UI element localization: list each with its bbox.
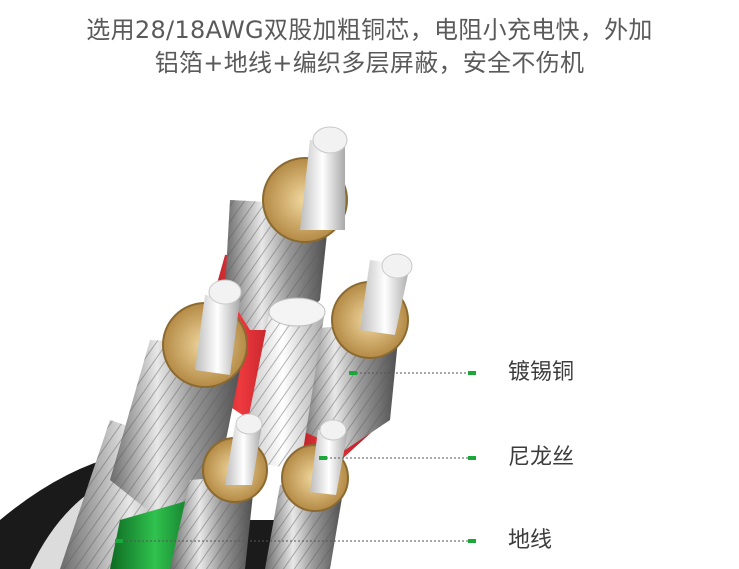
leader-line-nylon-yarn — [319, 456, 476, 460]
headline-line-1: 选用28/18AWG双股加粗铜芯，电阻小充电快，外加 — [86, 16, 653, 44]
copper-conductor-right — [300, 253, 413, 450]
copper-conductor-front-right — [265, 419, 349, 569]
callout-tinned-copper: 镀锡铜 — [508, 360, 575, 385]
copper-conductor-top — [225, 126, 348, 330]
callout-nylon-yarn: 尼龙丝 — [508, 445, 575, 470]
white-insulated-wire — [240, 297, 326, 470]
headline: 选用28/18AWG双股加粗铜芯，电阻小充电快，外加 铝箔+地线+编织多层屏蔽，… — [0, 14, 739, 80]
headline-line-2: 铝箔+地线+编织多层屏蔽，安全不伤机 — [154, 49, 585, 77]
callout-ground-wire: 地线 — [508, 528, 553, 553]
leader-line-tinned-copper — [349, 371, 476, 375]
copper-conductor-front-left — [170, 413, 268, 569]
leader-line-ground-wire — [115, 539, 476, 543]
